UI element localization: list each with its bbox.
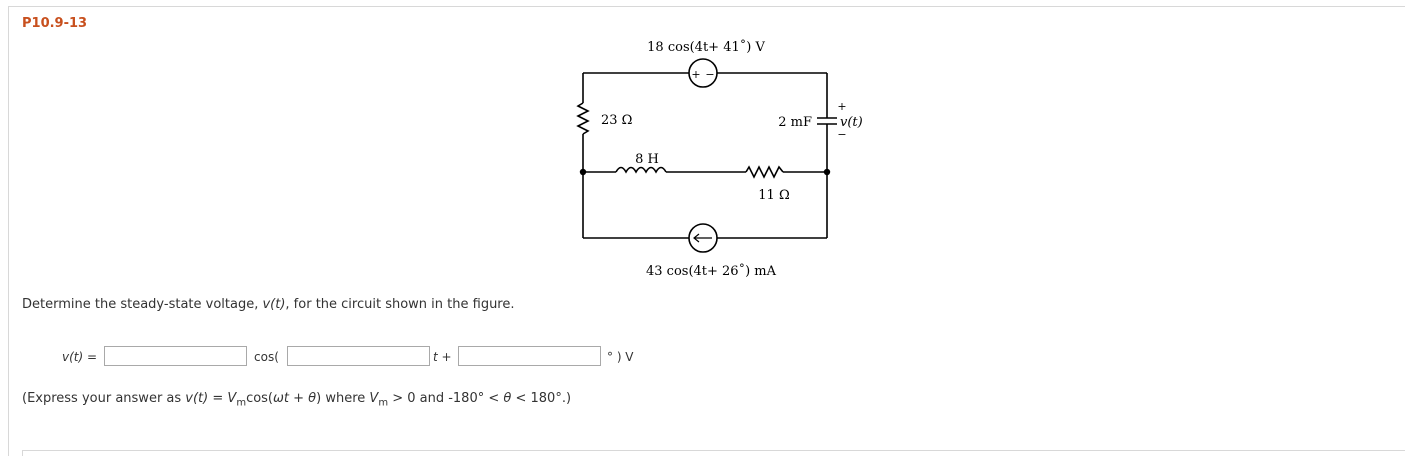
current-arrow-head [693, 233, 700, 243]
resistor-23-label: 23 Ω [601, 113, 632, 128]
vt-label: v(t) = [62, 350, 97, 364]
note-eq: = [208, 391, 228, 406]
note-m-sub: m [236, 397, 247, 409]
capacitor-label: 2 mF [778, 115, 812, 130]
note-omega-t: ωt [273, 391, 289, 406]
note-theta2: θ [503, 391, 512, 406]
prompt-text-after: , for the circuit shown in the figure. [285, 297, 515, 312]
resistor-11-label: 11 Ω [758, 188, 789, 203]
question-prompt: Determine the steady-state voltage, v(t)… [22, 297, 515, 312]
note-condition: > 0 and -180° < [388, 391, 504, 406]
current-source-label: 43 cos(4t+ 26˚) mA [646, 263, 777, 279]
output-minus: − [837, 128, 846, 141]
answer-format-note: (Express your answer as v(t) = Vmcos(ωt … [22, 391, 571, 409]
t-label: t [433, 350, 438, 364]
inductor-symbol [615, 166, 667, 174]
t-plus-label: t + [433, 350, 452, 364]
current-source-symbol [688, 223, 718, 253]
voltage-source-minus: − [705, 68, 714, 81]
answer-row: v(t) = cos( t + ° ) V [0, 345, 700, 369]
note-vm-var: V [227, 391, 237, 406]
problem-frame [8, 6, 1405, 456]
resistor-23-symbol [576, 102, 590, 135]
plus-label: + [437, 350, 452, 364]
node-left [579, 168, 587, 176]
note-theta: θ [308, 391, 317, 406]
prompt-var: v(t) [262, 297, 286, 312]
resistor-11-symbol [745, 165, 784, 179]
node-right [823, 168, 831, 176]
degree-unit-label: ° ) V [607, 350, 634, 364]
amplitude-input[interactable] [104, 346, 247, 366]
vt-label-eq: = [83, 350, 98, 364]
next-part-border [22, 450, 1405, 456]
note-v-var: v(t) [185, 391, 209, 406]
phase-input[interactable] [458, 346, 601, 366]
voltage-source-label: 18 cos(4t+ 41˚) V [647, 39, 765, 55]
note-close: ) where [316, 391, 370, 406]
note-m2-sub: m [378, 397, 389, 409]
output-plus: + [837, 100, 846, 113]
voltage-source-plus: + [691, 68, 700, 81]
vt-label-var: v(t) [62, 350, 84, 364]
problem-id: P10.9-13 [22, 16, 88, 31]
voltage-source-symbol [688, 58, 718, 88]
inductor-label: 8 H [635, 152, 659, 167]
note-end: < 180°.) [511, 391, 572, 406]
note-vm2-var: V [369, 391, 379, 406]
output-label: v(t) [840, 115, 863, 130]
note-cos: cos( [246, 391, 274, 406]
note-part1: (Express your answer as [22, 391, 186, 406]
prompt-text-before: Determine the steady-state voltage, [22, 297, 263, 312]
cos-label: cos( [254, 350, 279, 364]
omega-input[interactable] [287, 346, 430, 366]
note-plus: + [289, 391, 309, 406]
